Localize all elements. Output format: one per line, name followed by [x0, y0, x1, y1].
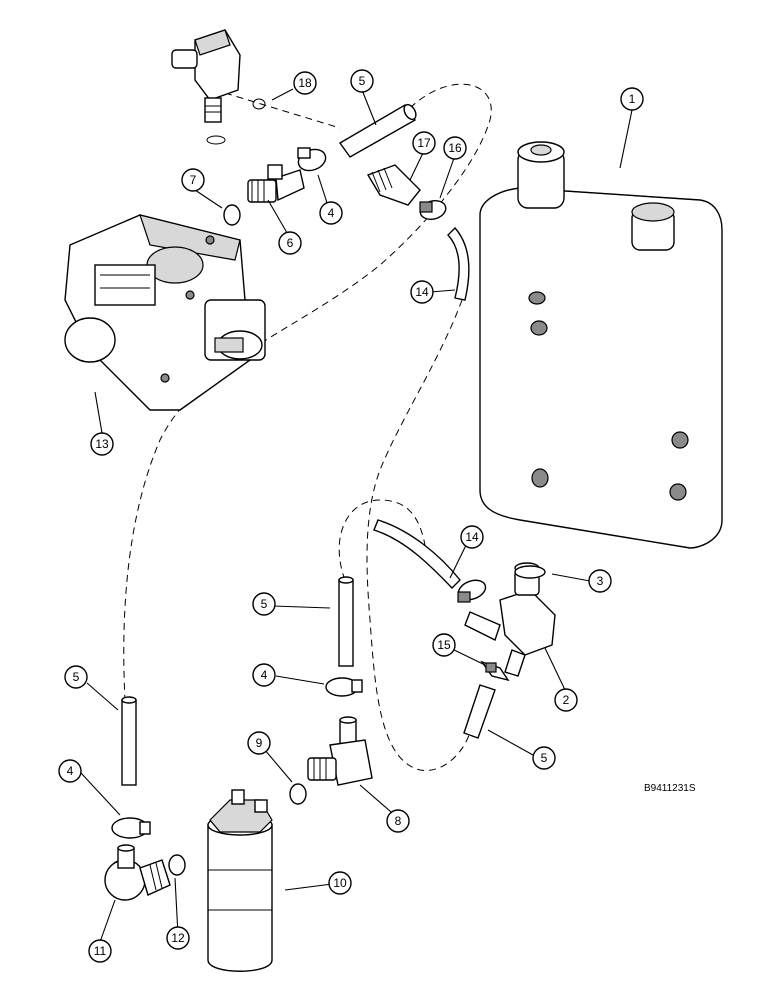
callout-14-label: 14 [465, 530, 479, 544]
part-8-elbow-fitting [307, 716, 373, 786]
part-5-hose-top [338, 103, 417, 158]
part-16-clamp [419, 199, 447, 221]
callout-15-label: 15 [437, 638, 451, 652]
callout-3: 3 [588, 569, 612, 593]
part-14-hose-lower [373, 519, 461, 590]
part-11-banjo-fitting [104, 844, 171, 901]
callout-5-label: 5 [359, 74, 366, 88]
callout-11-label: 11 [94, 944, 107, 958]
callout-6: 6 [278, 231, 302, 255]
callout-5-label: 5 [73, 670, 80, 684]
callout-4-top: 4 [319, 201, 343, 225]
part-7-o-ring [223, 204, 241, 226]
part-15-clamp [457, 579, 487, 603]
part-1-reservoir-tank [479, 141, 723, 549]
part-4-clamp-middle [325, 677, 363, 697]
part-5-hose-middle [338, 576, 354, 667]
callout-4-label: 4 [328, 206, 335, 220]
part-13-hydraulic-pump [64, 214, 266, 411]
callout-17-label: 17 [417, 136, 431, 150]
callout-14-label: 14 [415, 285, 429, 299]
callout-18: 18 [293, 71, 317, 95]
callout-4-label: 4 [67, 764, 74, 778]
callout-9-label: 9 [256, 736, 263, 750]
part-15-connector [480, 660, 510, 682]
callout-7-label: 7 [190, 173, 197, 187]
callout-16-label: 16 [448, 141, 462, 155]
callout-3-label: 3 [597, 574, 604, 588]
callout-5-label: 5 [541, 751, 548, 765]
callout-4-label: 4 [261, 668, 268, 682]
callout-6-label: 6 [287, 236, 294, 250]
callout-16: 16 [443, 136, 467, 160]
part-17-barb-fitting [366, 164, 421, 206]
part-9-o-ring [289, 783, 307, 805]
part-5-hose-right-lower [463, 684, 496, 739]
callout-10: 10 [328, 871, 352, 895]
part-12-o-ring [168, 854, 186, 876]
part-18-valve-block [171, 29, 266, 145]
callout-1: 1 [620, 87, 644, 111]
callout-7: 7 [181, 168, 205, 192]
part-14-hose-top [447, 226, 470, 301]
callout-10-label: 10 [333, 876, 347, 890]
callout-5-left: 5 [64, 665, 88, 689]
part-10-filter [207, 789, 273, 972]
callout-14-top: 14 [410, 280, 434, 304]
callout-8-label: 8 [395, 814, 402, 828]
callout-18-label: 18 [298, 76, 312, 90]
callout-13-label: 13 [95, 437, 109, 451]
part-4-clamp-top [297, 147, 327, 172]
callout-15: 15 [432, 633, 456, 657]
callout-5-right: 5 [532, 746, 556, 770]
callout-5-middle: 5 [252, 592, 276, 616]
part-5-hose-left [121, 696, 137, 786]
callout-5-top: 5 [350, 69, 374, 93]
callout-5-label: 5 [261, 597, 268, 611]
callout-8: 8 [386, 809, 410, 833]
callout-13: 13 [90, 432, 114, 456]
part-6-elbow-fitting [247, 164, 305, 203]
part-4-clamp-left [111, 817, 151, 839]
callout-4-middle: 4 [252, 663, 276, 687]
callout-14-lower: 14 [460, 525, 484, 549]
callout-4-left: 4 [58, 759, 82, 783]
callout-2: 2 [554, 688, 578, 712]
callout-11: 11 [88, 939, 112, 963]
part-3-cap [514, 565, 546, 579]
callout-12-label: 12 [171, 931, 185, 945]
callout-9: 9 [247, 731, 271, 755]
callout-2-label: 2 [563, 693, 570, 707]
hose-routing-lines [123, 83, 492, 771]
callout-1-label: 1 [629, 92, 636, 106]
figure-reference-code: B9411231S [644, 783, 696, 794]
callout-17: 17 [412, 131, 436, 155]
callout-12: 12 [166, 926, 190, 950]
